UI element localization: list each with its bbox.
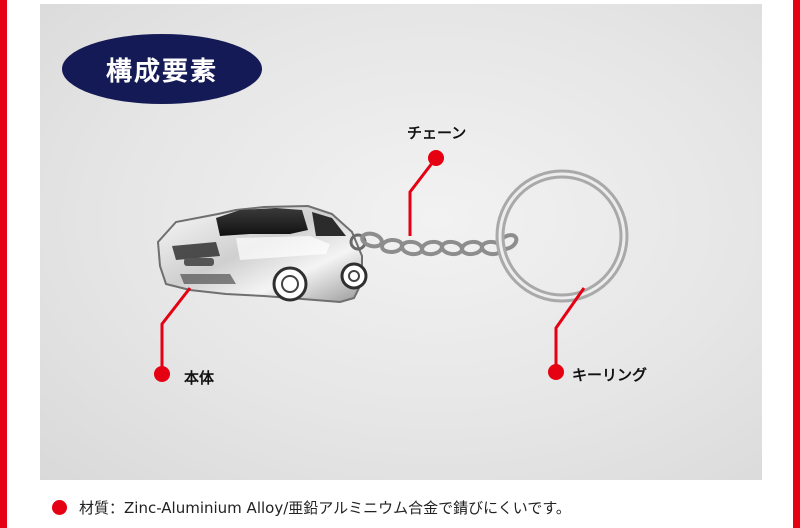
body-label: 本体 (184, 369, 215, 387)
bullet-dot (52, 499, 67, 515)
section-title: 構成要素 (105, 56, 218, 87)
left-red-border (0, 0, 7, 528)
car-body-plate (156, 204, 368, 304)
chain-links (360, 231, 519, 257)
chain-label: チェーン (407, 124, 467, 142)
material-info: 材質：Zinc-Aluminium Alloy/亜鉛アルミニウム合金で錆びにくい… (52, 494, 571, 520)
section-title-badge: 構成要素 (62, 34, 262, 104)
material-text: 材質：Zinc-Aluminium Alloy/亜鉛アルミニウム合金で錆びにくい… (79, 498, 571, 517)
keychain-illustration (156, 169, 629, 304)
ring-label: キーリング (572, 366, 648, 384)
right-red-border (793, 0, 800, 528)
key-ring (495, 169, 629, 303)
